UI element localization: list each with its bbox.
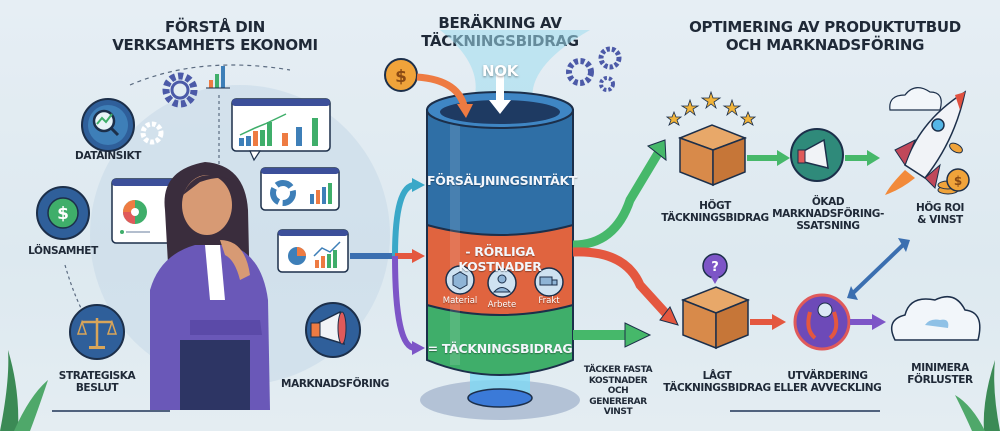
- arrow-to-revenue: [392, 182, 416, 257]
- variable-costs-label: - RÖRLIGA KOSTNADER: [458, 244, 542, 274]
- label-lonsamhet: LÖNSAMHET: [28, 245, 98, 257]
- label-line: LÅGT: [702, 370, 732, 382]
- coin-icon: $: [384, 58, 418, 92]
- label-line: HÖG ROI: [915, 202, 965, 214]
- leaf-left: [0, 350, 19, 431]
- label-line: HÖGT: [699, 200, 731, 212]
- megaphone-icon: [305, 302, 361, 358]
- gears-icon: [566, 46, 622, 92]
- label-line: BESLUT: [75, 382, 119, 394]
- label-minimize-losses: MINIMERA FÖRLUSTER: [895, 362, 985, 386]
- coins-icon: $: [937, 142, 970, 195]
- material-box-icon: [445, 265, 475, 295]
- title-line: OCH MARKNADSFÖRING: [725, 36, 925, 54]
- arrow-to-contribution: [392, 255, 416, 351]
- label-strategiska-beslut: STRATEGISKA BESLUT: [42, 370, 152, 394]
- label-line: MINIMERA: [911, 362, 969, 374]
- svg-text:$: $: [954, 174, 962, 188]
- worker-icon: [487, 268, 517, 298]
- stars-icon: [665, 90, 757, 126]
- label-evaluation: UTVÄRDERING ELLER AVVECKLING: [770, 370, 885, 394]
- cost-item-arbete: Arbete: [487, 300, 517, 310]
- label-high-contribution: HÖGT TÄCKNINGSBIDRAG: [660, 200, 770, 224]
- box-low-icon: [680, 286, 750, 350]
- label-line: TÄCKNINGSBIDRAG: [661, 212, 769, 224]
- dashed-connector: [64, 264, 91, 326]
- revenue-band: [426, 109, 574, 236]
- label-marknadsforing: MARKNADSFÖRING: [281, 378, 389, 390]
- evaluate-icon: [793, 293, 851, 351]
- input-funnel: [440, 30, 590, 110]
- cost-item-frakt: Frakt: [538, 296, 560, 306]
- scales-icon: [69, 304, 125, 360]
- label-datainsikt: DATAINSIKT: [75, 150, 141, 162]
- rocket-icon: [885, 90, 967, 195]
- revenue-label: FÖRSÄLJNINGSINTÄKT: [427, 173, 578, 188]
- truck-icon: [534, 267, 564, 297]
- gear-icon: [162, 72, 198, 108]
- right-section-title: OPTIMERING AV PRODUKTUTBUD OCH MARKNADSF…: [680, 18, 970, 54]
- title-line: OPTIMERING AV PRODUKTUTBUD: [689, 18, 961, 36]
- label-line: STRATEGISKA: [58, 370, 136, 382]
- currency-label: NOK: [481, 62, 519, 80]
- svg-text:?: ?: [711, 260, 719, 275]
- label-line: & VINST: [917, 214, 963, 226]
- note-line: GENERERAR: [589, 396, 647, 407]
- label-line: TÄCKNINGSBIDRAG: [663, 382, 771, 394]
- leaf-right: [983, 360, 1000, 431]
- contribution-band: [426, 304, 574, 376]
- label-low-contribution: LÅGT TÄCKNINGSBIDRAG: [662, 370, 772, 394]
- leaf-left-2: [14, 380, 48, 431]
- left-section-title: FÖRSTÅ DIN VERKSAMHETS EKONOMI: [100, 18, 330, 54]
- note-line: KOSTNADER OCH: [588, 375, 648, 397]
- cloud-icon: [890, 295, 981, 341]
- gear-icon: [140, 121, 164, 145]
- down-arrow-icon: [489, 75, 511, 114]
- label-line: UTVÄRDERING: [787, 370, 868, 382]
- note-line: VINST: [603, 407, 633, 417]
- contribution-note: TÄCKER FASTA KOSTNADER OCH GENERERAR VIN…: [578, 365, 658, 418]
- title-line: VERKSAMHETS EKONOMI: [112, 36, 318, 54]
- dollar-icon: $: [36, 186, 90, 240]
- label-high-roi: HÖG ROI & VINST: [900, 202, 980, 226]
- label-line: SSATSNING: [796, 220, 860, 232]
- arrow-down-low: [572, 247, 674, 322]
- note-line: TÄCKER FASTA: [583, 365, 653, 375]
- dashboard-window-donut: [260, 167, 340, 211]
- svg-text:$: $: [395, 67, 407, 87]
- cloud-small: [889, 87, 942, 111]
- question-bubble-icon: ?: [702, 253, 728, 284]
- megaphone-icon: [790, 128, 844, 182]
- magnifier-chart-icon: [81, 98, 135, 152]
- double-arrow: [851, 243, 905, 295]
- cost-item-material: Material: [442, 296, 478, 306]
- label-increased-marketing: ÖKAD MARKNADSFÖRING- SSATSNING: [768, 196, 888, 232]
- dashboard-window-growth: [277, 229, 349, 273]
- arrow-up-high: [572, 147, 664, 250]
- contribution-label: = TÄCKNINGSBIDRAG: [427, 341, 573, 356]
- leaf-right-2: [955, 395, 985, 431]
- dashboard-window-trend: [231, 98, 331, 162]
- label-line: FÖRLUSTER: [907, 374, 973, 386]
- label-line: ÖKAD: [811, 196, 845, 208]
- box-high-icon: [677, 124, 748, 187]
- label-line: MARKNADSFÖRING-: [772, 208, 884, 220]
- svg-text:$: $: [57, 204, 69, 224]
- dashed-connector: [129, 64, 291, 86]
- label-line: ELLER AVVECKLING: [773, 382, 882, 394]
- bar-chart-icon: [206, 66, 230, 89]
- title-line: FÖRSTÅ DIN: [164, 18, 265, 36]
